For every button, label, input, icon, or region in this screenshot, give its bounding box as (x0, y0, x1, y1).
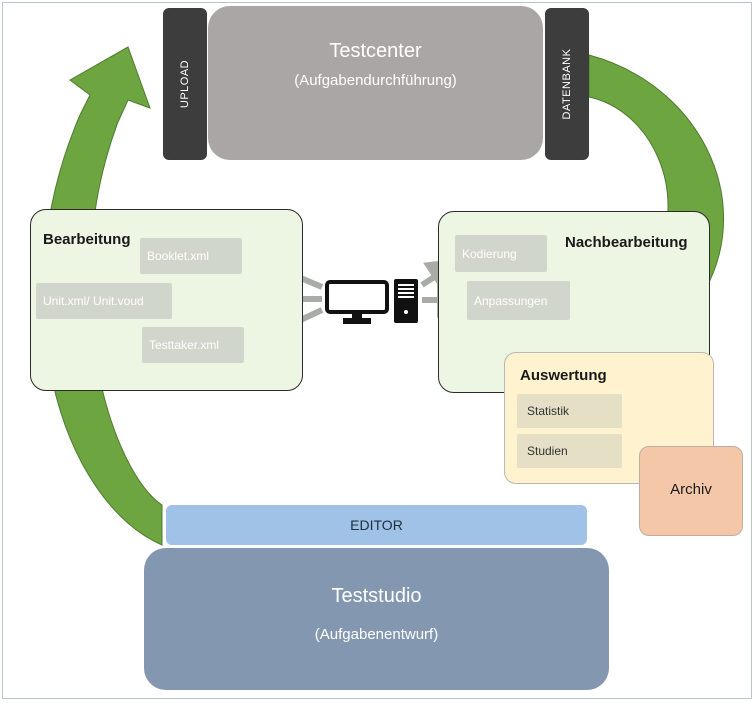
item-kodierung: Kodierung (455, 235, 547, 272)
item-studien: Studien (517, 434, 622, 468)
item-statistik: Statistik (517, 394, 622, 428)
teststudio-subtitle: (Aufgabenentwurf) (314, 626, 439, 643)
file-testtaker: Testtaker.xml (142, 327, 244, 363)
editor-bar: EDITOR (166, 505, 587, 545)
computer-tower-icon (394, 279, 418, 323)
bearbeitung-title: Bearbeitung (43, 231, 131, 248)
datenbank-label: DATENBANK (561, 48, 573, 120)
editor-label: EDITOR (350, 517, 403, 533)
monitor-icon (325, 280, 389, 324)
archiv-label: Archiv (670, 481, 712, 498)
file-booklet: Booklet.xml (140, 238, 242, 274)
nachbearbeitung-title: Nachbearbeitung (565, 234, 688, 251)
testcenter-subtitle: (Aufgabendurchführung) (294, 72, 457, 89)
auswertung-title: Auswertung (520, 367, 607, 384)
upload-label: UPLOAD (179, 59, 191, 109)
arrow-editor-to-upload (42, 46, 163, 546)
file-unit: Unit.xml/ Unit.voud (36, 283, 172, 319)
teststudio-box: Teststudio (Aufgabenentwurf) (144, 548, 609, 690)
bearbeitung-panel: Bearbeitung Booklet.xml Unit.xml/ Unit.v… (30, 209, 303, 391)
item-anpassungen: Anpassungen (467, 281, 570, 320)
upload-bar: UPLOAD (163, 8, 207, 160)
testcenter-title: Testcenter (329, 40, 422, 62)
archiv-box: Archiv (639, 446, 743, 536)
testcenter-box: Testcenter (Aufgabendurchführung) (208, 6, 543, 160)
teststudio-title: Teststudio (331, 585, 422, 607)
datenbank-bar: DATENBANK (545, 8, 589, 160)
